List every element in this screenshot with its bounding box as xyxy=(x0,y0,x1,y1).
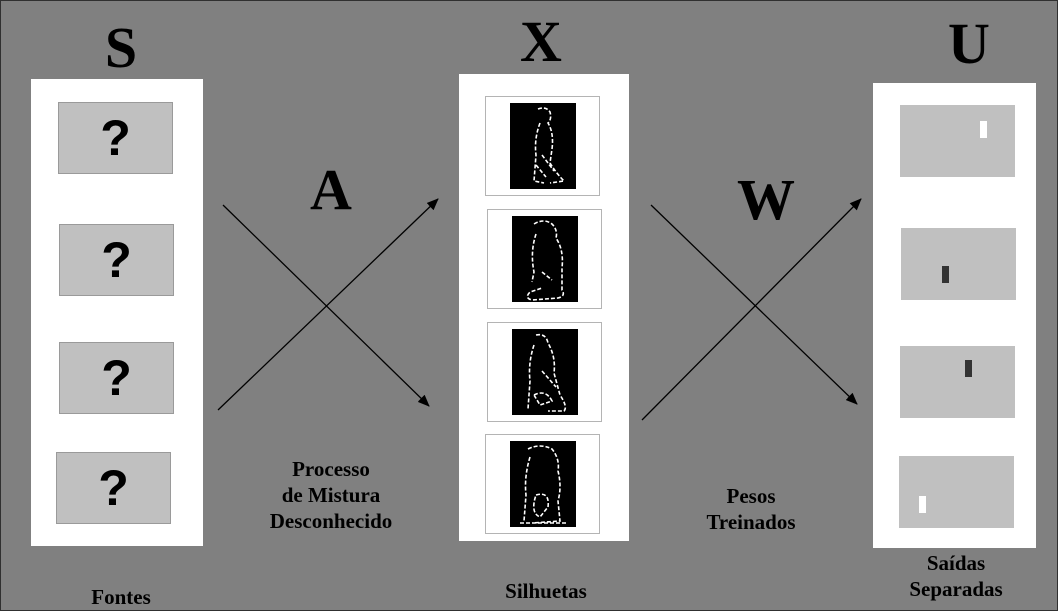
arrow-w-down xyxy=(650,204,858,405)
caption-line: Desconhecido xyxy=(269,509,393,533)
caption-line: Treinados xyxy=(706,510,796,534)
letter-s: S xyxy=(104,15,138,80)
caption-line: de Mistura xyxy=(281,483,381,507)
arrow-a-up xyxy=(217,198,439,411)
walking-person-silhouette-icon xyxy=(512,329,578,415)
walking-person-silhouette-icon xyxy=(512,216,578,302)
caption-line: Processo xyxy=(292,457,370,481)
source-box: ? xyxy=(59,342,174,414)
silhouette-frame xyxy=(485,434,600,534)
walking-person-silhouette-icon xyxy=(510,441,576,527)
output-box xyxy=(899,456,1014,528)
output-box xyxy=(900,346,1015,418)
letter-x: X xyxy=(520,9,562,74)
question-mark: ? xyxy=(100,110,131,166)
mixing-process-caption: Processo de Mistura Desconhecido xyxy=(241,456,421,534)
question-mark: ? xyxy=(101,232,132,288)
letter-a: A xyxy=(310,157,352,222)
outputs-panel xyxy=(873,83,1036,548)
caption-line: Separadas xyxy=(909,577,1003,601)
sources-caption: Fontes xyxy=(91,585,151,609)
source-box: ? xyxy=(56,452,171,524)
trained-weights-caption: Pesos Treinados xyxy=(681,483,821,535)
arrow-a-down xyxy=(222,204,430,407)
output-mark xyxy=(942,266,949,283)
question-mark: ? xyxy=(98,460,129,516)
silhouettes-panel xyxy=(459,74,629,541)
silhouettes-caption: Silhuetas xyxy=(505,579,587,603)
outputs-caption: Saídas Separadas xyxy=(881,550,1031,602)
caption-line: Pesos xyxy=(726,484,776,508)
caption-line: Saídas xyxy=(926,551,986,575)
output-box xyxy=(900,105,1015,177)
silhouette-frame xyxy=(487,322,602,422)
letter-u: U xyxy=(948,11,990,76)
output-mark xyxy=(980,121,987,138)
sources-panel: ? ? ? ? xyxy=(31,79,203,546)
source-box: ? xyxy=(59,224,174,296)
output-mark xyxy=(919,496,926,513)
arrow-w-up xyxy=(641,198,862,421)
letter-w: W xyxy=(737,167,795,232)
source-box: ? xyxy=(58,102,173,174)
walking-person-silhouette-icon xyxy=(510,103,576,189)
output-box xyxy=(901,228,1016,300)
silhouette-frame xyxy=(485,96,600,196)
output-mark xyxy=(965,360,972,377)
question-mark: ? xyxy=(101,350,132,406)
silhouette-frame xyxy=(487,209,602,309)
